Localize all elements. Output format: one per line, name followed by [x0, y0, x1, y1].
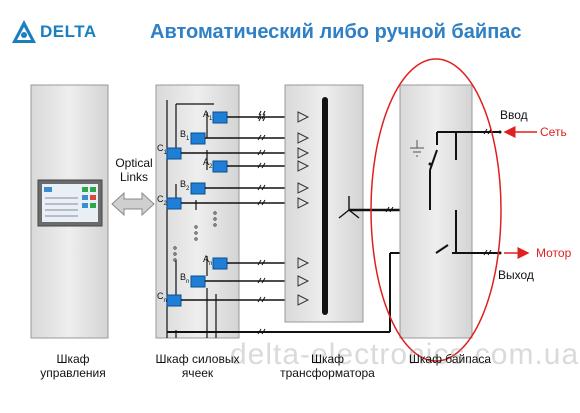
label-an: An: [203, 254, 213, 267]
label-cn: Cn: [157, 291, 167, 304]
label-a2: A2: [203, 157, 213, 170]
caption-bypass-cabinet: Шкаф байпаса: [408, 352, 492, 366]
control-screen: [37, 179, 103, 227]
cell-cn: [166, 294, 182, 307]
bypass-highlight-ellipse: [370, 58, 502, 362]
bypass-cabinet: [399, 84, 473, 339]
output-label: Выход: [498, 268, 534, 282]
label-c2: C2: [157, 194, 167, 207]
cell-a1: [212, 111, 228, 124]
star-winding-symbol: [338, 196, 360, 219]
label-c1: C1: [157, 143, 167, 156]
optical-links-arrow: [111, 191, 155, 217]
watermark: delta-electronics.com.ua: [230, 338, 580, 371]
grid-label: Сеть: [540, 125, 567, 139]
label-b1: B1: [180, 129, 190, 142]
logo-text: DELTA: [40, 22, 97, 41]
label-a1: A1: [203, 109, 213, 122]
input-label: Ввод: [500, 108, 528, 122]
label-b2: B2: [180, 179, 190, 192]
cell-c1: [166, 147, 182, 160]
cell-c2: [166, 197, 182, 210]
cell-bn: [190, 275, 206, 288]
label-bn: Bn: [180, 272, 190, 285]
delta-logo-icon: [12, 20, 36, 43]
motor-label: Мотор: [536, 246, 572, 260]
cell-b1: [190, 132, 206, 145]
cell-b2: [190, 182, 206, 195]
cell-an: [212, 257, 228, 270]
cell-a2: [212, 160, 228, 173]
page-title: Автоматический либо ручной байпас: [150, 21, 522, 43]
